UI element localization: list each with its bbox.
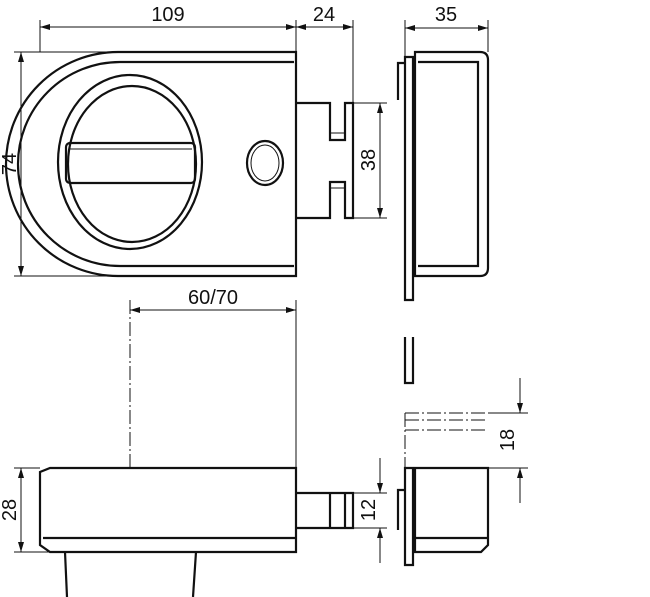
- dim-bolt-throw-label: 24: [313, 4, 335, 26]
- dim-bolt-thickness-label: 12: [358, 499, 380, 521]
- dim-height-label: 74: [0, 153, 21, 175]
- dim-body-thickness-label: 28: [0, 499, 21, 521]
- rotary-knob-outer: [56, 73, 204, 251]
- dim-bolt-height-label: 38: [358, 149, 380, 171]
- key-cylinder: [245, 139, 285, 187]
- front-view: [4, 50, 355, 278]
- dimension-lines: [14, 20, 528, 563]
- dim-depth-label: 35: [435, 4, 457, 26]
- side-view: [396, 50, 490, 385]
- bottom-view: [38, 412, 490, 597]
- dim-width-label: 109: [151, 4, 184, 26]
- rotary-knob: [66, 84, 198, 244]
- bolt: [296, 101, 355, 220]
- knob-handle: [64, 141, 197, 185]
- dim-door-thickness-label: 60/70: [188, 287, 238, 309]
- dim-keeper-offset-label: 18: [497, 429, 519, 451]
